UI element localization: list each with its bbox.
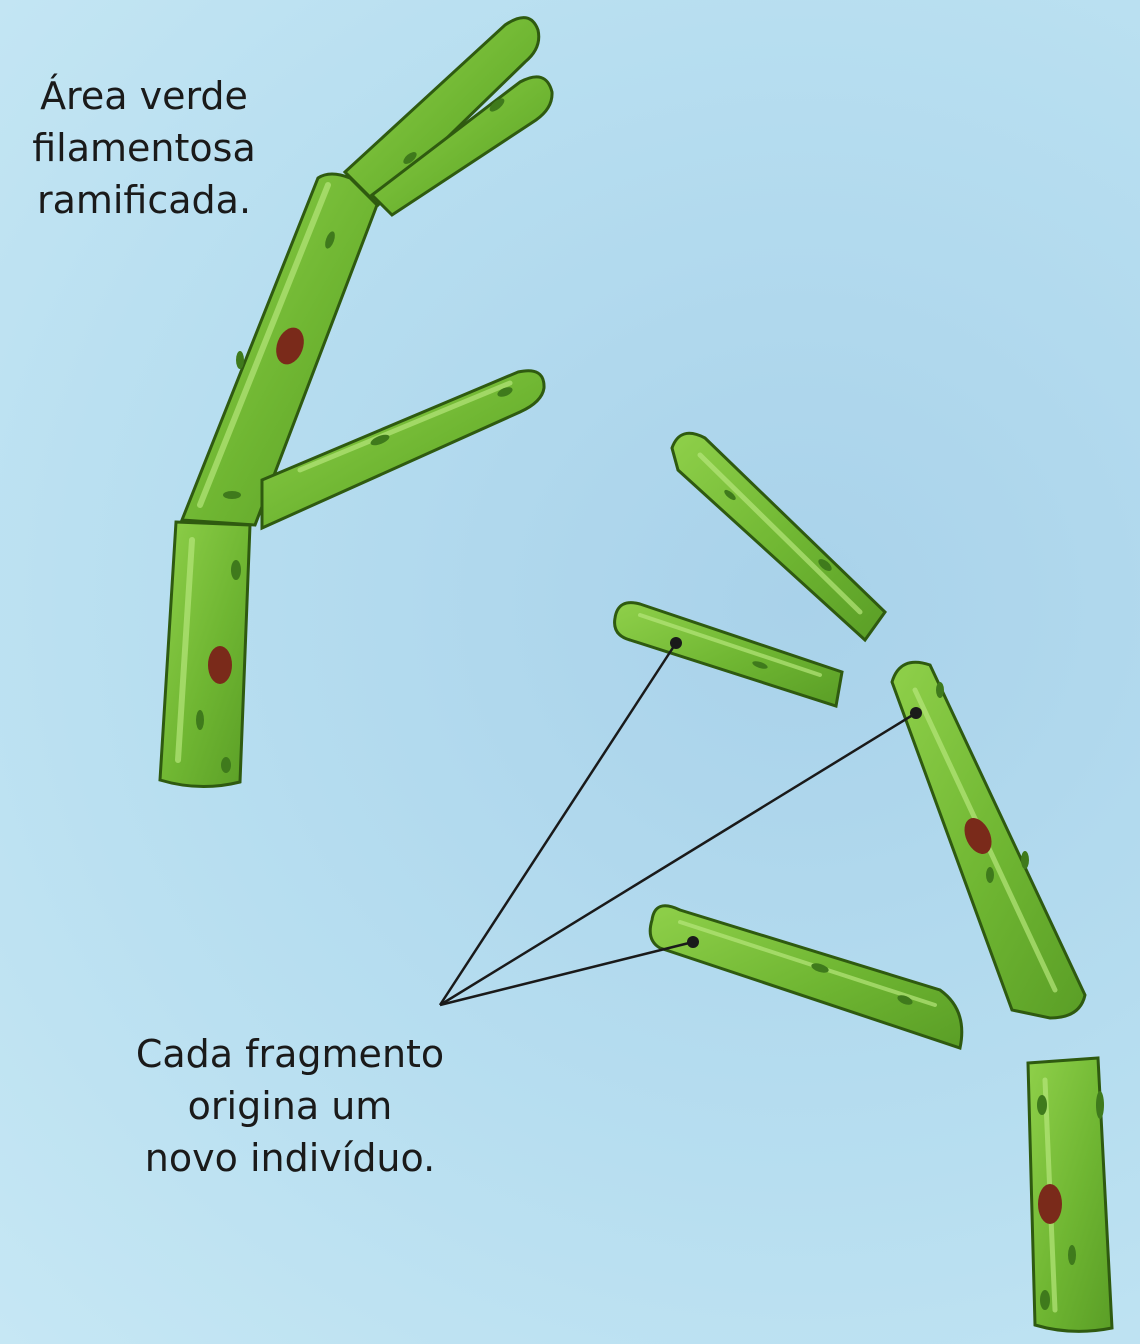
pointer-dot-1: [670, 637, 682, 649]
nucleus-fragment-5: [1038, 1184, 1062, 1224]
fragment-1: [672, 433, 885, 640]
label-line: origina um: [100, 1080, 480, 1132]
pointer-dot-2: [910, 707, 922, 719]
nucleus-lower: [208, 646, 232, 684]
pointer-line-3: [440, 942, 693, 1005]
fragments: [615, 433, 1112, 1331]
cell-highlight: [700, 455, 860, 612]
label-line: ramificada.: [14, 174, 274, 226]
label-fragments: Cada fragmento origina um novo indivíduo…: [100, 1028, 480, 1184]
label-line: novo indivíduo.: [100, 1132, 480, 1184]
label-line: Cada fragmento: [100, 1028, 480, 1080]
label-line: filamentosa: [14, 122, 274, 174]
pointer-line-1: [440, 643, 676, 1005]
label-branched-alga: Área verde filamentosa ramificada.: [14, 70, 274, 226]
pointer-dot-3: [687, 936, 699, 948]
label-line: Área verde: [14, 70, 274, 122]
